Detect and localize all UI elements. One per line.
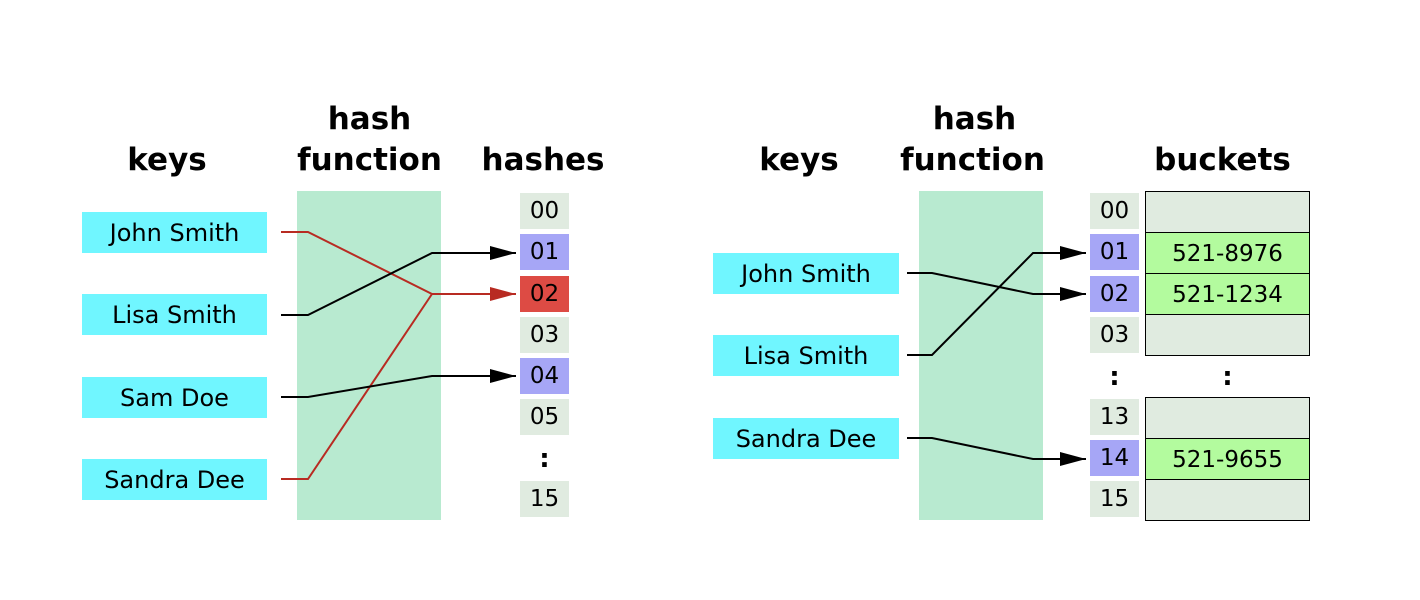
left-hashes-header: hashes	[481, 142, 605, 178]
right-key-john-smith: John Smith	[713, 253, 899, 294]
arrow-sam-doe-to-04	[281, 369, 516, 398]
left-slot-01: 01	[520, 234, 569, 270]
left-key-lisa-smith: Lisa Smith	[82, 294, 267, 335]
right-hash-function-box	[919, 191, 1043, 520]
left-keys-header: keys	[127, 142, 207, 178]
right-key-lisa-smith: Lisa Smith	[713, 335, 899, 376]
left-function-header-top: hash	[327, 101, 412, 137]
bucket-00	[1145, 191, 1310, 234]
left-slot-03: 03	[520, 317, 569, 353]
arrow-right-lisa-smith-to-01	[907, 246, 1086, 356]
left-key-sam-doe: Sam Doe	[82, 377, 267, 418]
right-slot-00: 00	[1090, 193, 1139, 229]
bucket-02: 521-1234	[1145, 273, 1310, 316]
right-key-sandra-dee: Sandra Dee	[713, 418, 899, 459]
right-slot-03: 03	[1090, 317, 1139, 353]
arrow-right-sandra-dee-to-14	[907, 437, 1086, 466]
left-slot-00: 00	[520, 193, 569, 229]
bucket-ellipsis: :	[1222, 362, 1233, 392]
right-function-header-top: hash	[932, 101, 1017, 137]
left-slot-15: 15	[520, 481, 569, 517]
left-key-john-smith: John Smith	[82, 212, 267, 253]
bucket-15	[1145, 479, 1310, 521]
right-slot-02: 02	[1090, 276, 1139, 312]
arrow-lisa-smith-to-01	[281, 246, 516, 316]
left-slot-05: 05	[520, 399, 569, 435]
right-slot-ellipsis: :	[1109, 362, 1120, 392]
left-hash-function-box	[297, 191, 441, 520]
left-slot-02: 02	[520, 276, 569, 312]
arrow-right-john-smith-to-02	[907, 272, 1086, 301]
bucket-14: 521-9655	[1145, 438, 1310, 481]
arrow-john-smith-to-02	[281, 231, 516, 301]
right-slot-15: 15	[1090, 481, 1139, 517]
right-function-header-bottom: function	[900, 142, 1045, 178]
bucket-03	[1145, 314, 1310, 356]
left-function-header-bottom: function	[297, 142, 442, 178]
right-slot-01: 01	[1090, 234, 1139, 270]
bucket-01: 521-8976	[1145, 232, 1310, 275]
right-keys-header: keys	[759, 142, 839, 178]
right-slot-13: 13	[1090, 399, 1139, 435]
left-slot-04: 04	[520, 358, 569, 394]
arrow-sandra-dee-to-02	[281, 293, 433, 480]
right-buckets-header: buckets	[1154, 142, 1291, 178]
right-slot-14: 14	[1090, 440, 1139, 476]
left-slot-ellipsis: :	[539, 444, 550, 474]
left-key-sandra-dee: Sandra Dee	[82, 459, 267, 500]
